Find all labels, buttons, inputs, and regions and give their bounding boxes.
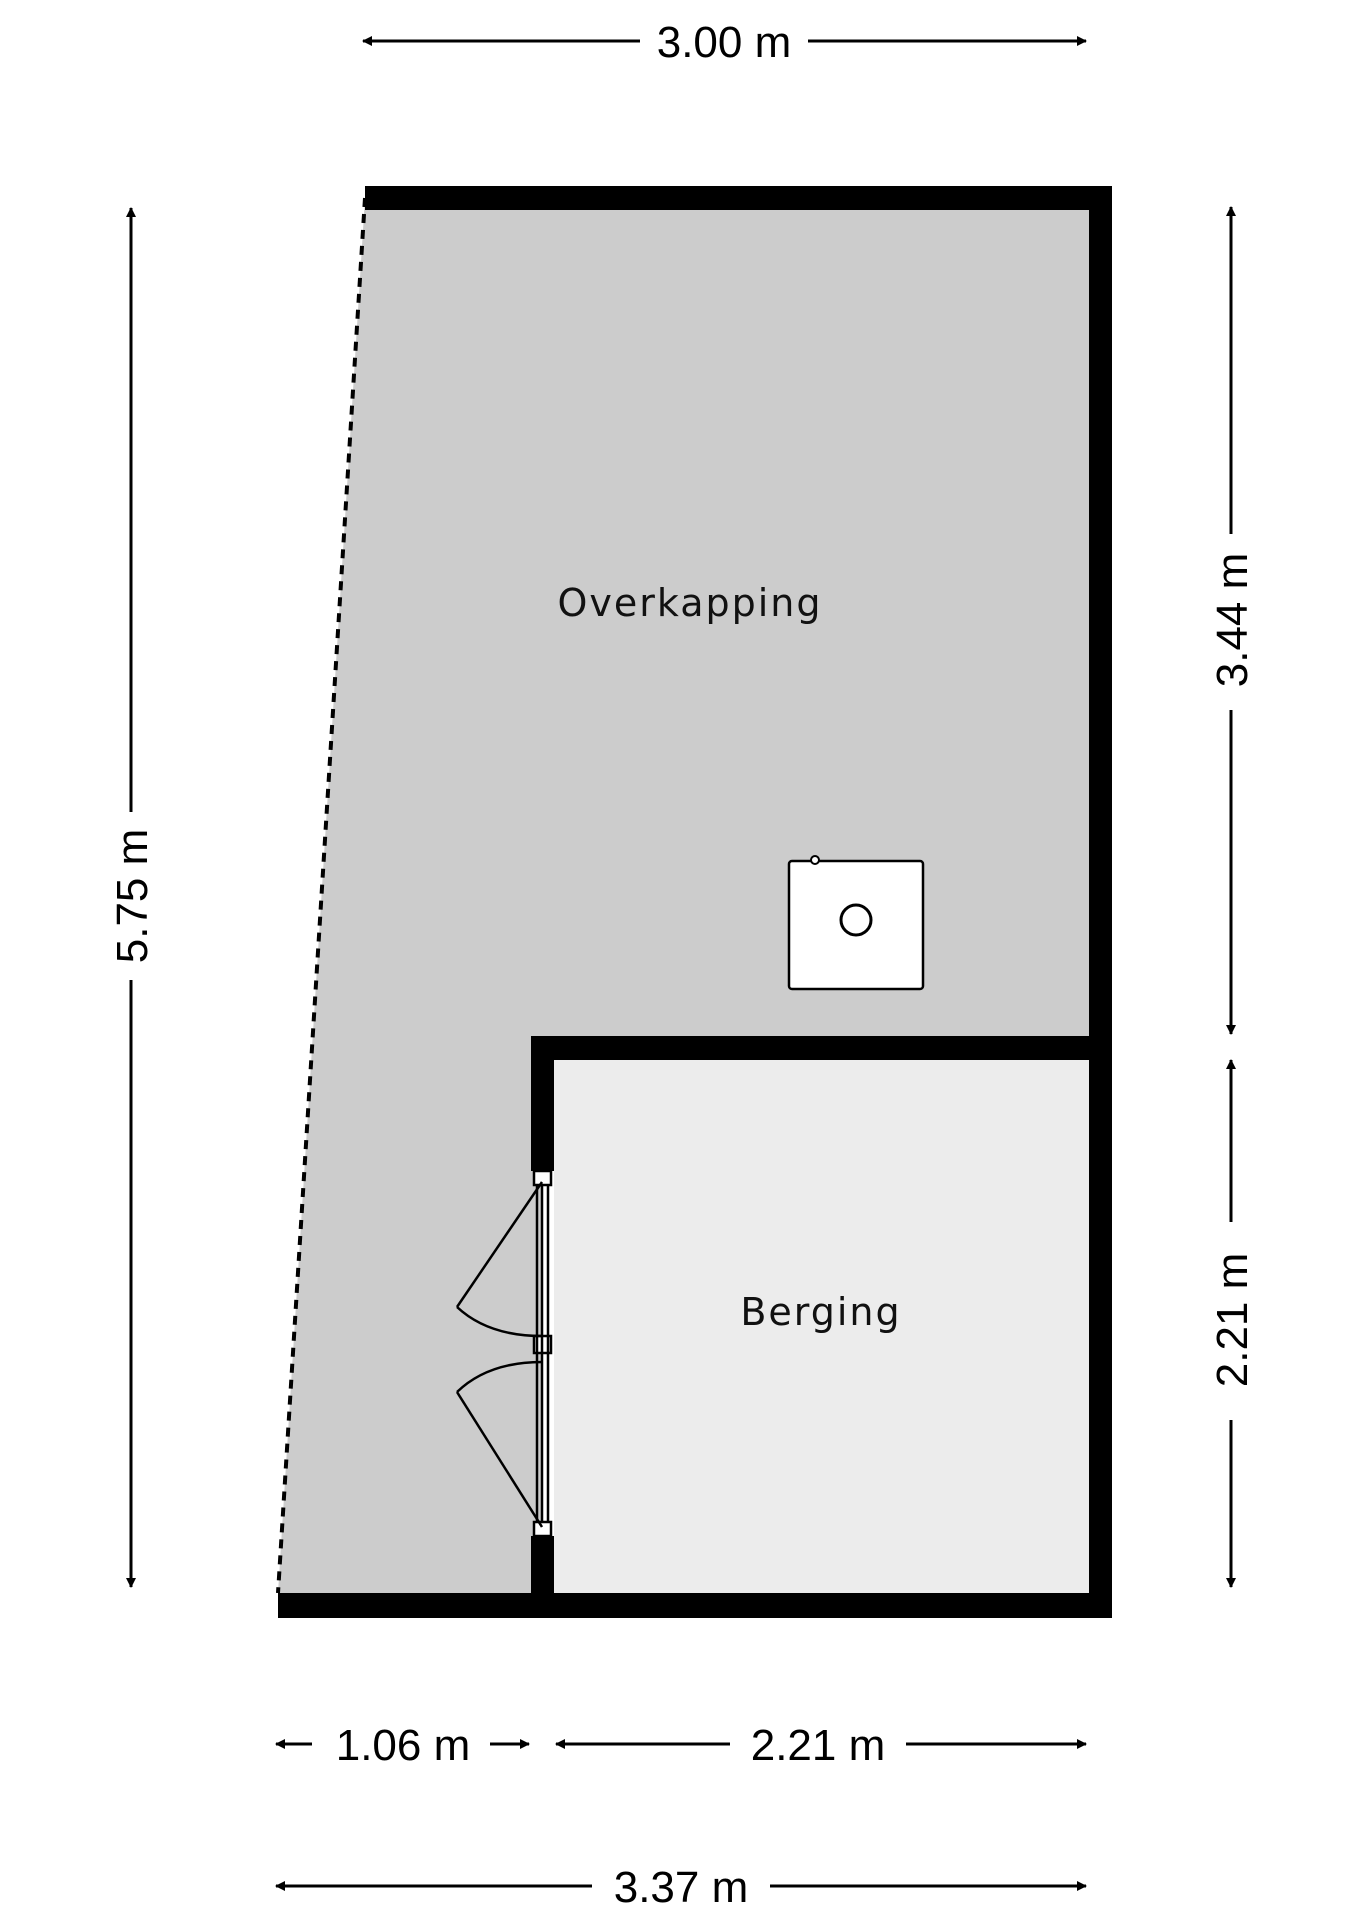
door-jamb-bottom bbox=[532, 1520, 553, 1538]
door-swing-lower bbox=[456, 1360, 543, 1393]
boiler-icon bbox=[787, 855, 925, 991]
dimension-top-width: 3.00 m bbox=[362, 18, 1087, 67]
door-leaf-lower bbox=[455, 1391, 544, 1528]
dimension-label-bottom-left-width: 1.06 m bbox=[336, 1721, 471, 1770]
room-label-berging: Berging bbox=[740, 1290, 901, 1334]
dimension-label-bottom-total-width: 3.37 m bbox=[614, 1863, 749, 1912]
dimension-right-upper-height: 3.44 m bbox=[1208, 206, 1257, 1035]
dimension-label-right-upper-height: 3.44 m bbox=[1208, 553, 1257, 688]
dimension-bottom-total-width: 3.37 m bbox=[275, 1863, 1087, 1912]
dimension-label-right-lower-height: 2.21 m bbox=[1208, 1253, 1257, 1388]
walls bbox=[278, 186, 1112, 1618]
overkapping-floor bbox=[278, 198, 1089, 1593]
dimension-bottom-right-width: 2.21 m bbox=[555, 1721, 1087, 1770]
wall-top bbox=[365, 186, 1112, 210]
door-leaf-upper bbox=[455, 1181, 544, 1308]
open-side-dashed-line bbox=[276, 197, 367, 1594]
dimension-label-bottom-right-width: 2.21 m bbox=[751, 1721, 886, 1770]
room-label-overkapping: Overkapping bbox=[557, 581, 822, 625]
door-swing-upper bbox=[456, 1306, 543, 1338]
double-door bbox=[455, 1169, 553, 1538]
wall-right bbox=[1089, 186, 1112, 1618]
berging-floor bbox=[554, 1060, 1089, 1593]
dimension-right-lower-height: 2.21 m bbox=[1208, 1059, 1257, 1588]
wall-bottom bbox=[278, 1593, 1112, 1618]
dimension-label-top-width: 3.00 m bbox=[657, 18, 792, 67]
wall-berging-top bbox=[531, 1036, 1112, 1060]
dimension-bottom-left-width: 1.06 m bbox=[275, 1721, 530, 1770]
wall-berging-left-upper bbox=[531, 1036, 554, 1171]
dimension-label-left-height: 5.75 m bbox=[108, 829, 157, 964]
dimension-left-height: 5.75 m bbox=[108, 207, 157, 1588]
wall-berging-left-lower bbox=[531, 1536, 554, 1618]
